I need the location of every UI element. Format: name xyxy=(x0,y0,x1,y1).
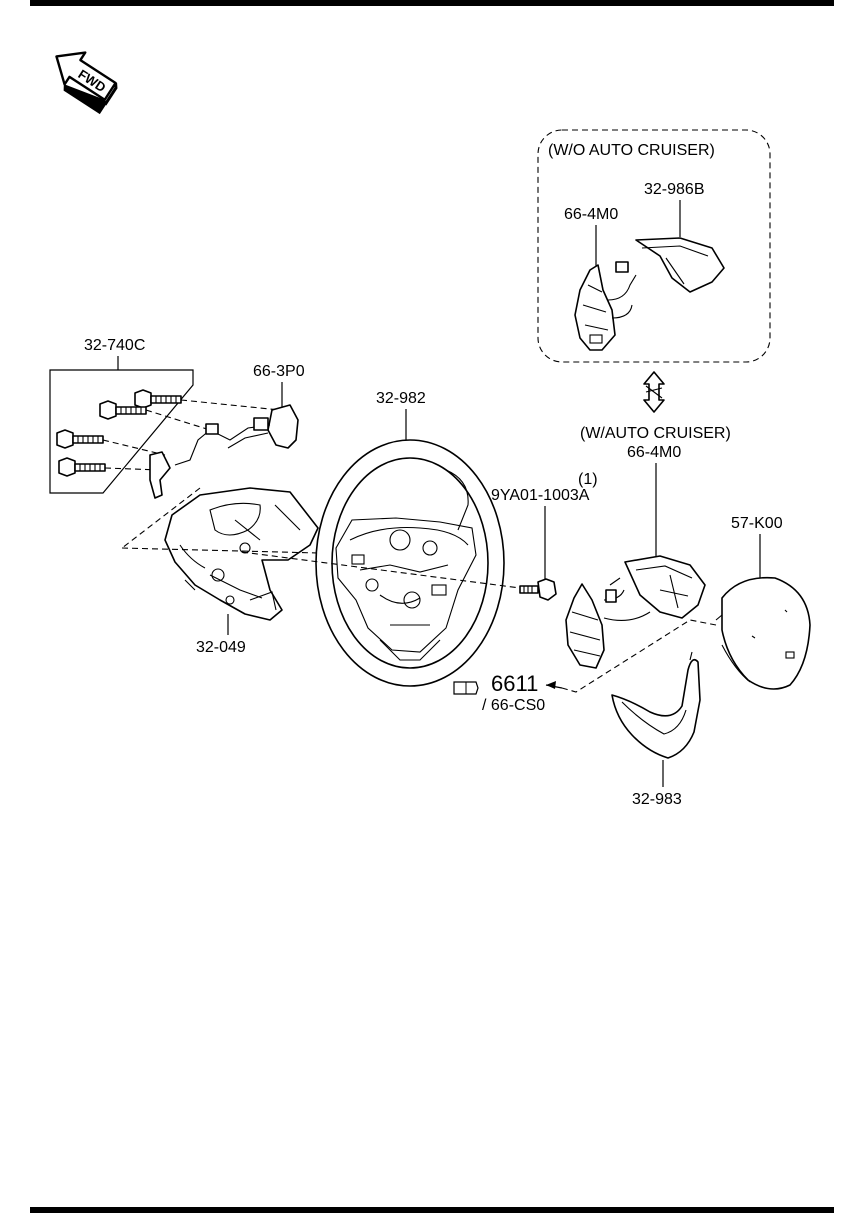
fwd-arrow-icon: FWD xyxy=(55,51,118,115)
group-with-cruise-label: (W/AUTO CRUISER) xyxy=(580,425,731,442)
callout-switch-wo[interactable]: 66-4M0 xyxy=(564,206,618,223)
callout-lower-cover[interactable]: 32-983 xyxy=(632,791,682,808)
mounting-bolt[interactable] xyxy=(58,457,106,477)
airbag-group: 57-K00 xyxy=(715,515,811,690)
steering-back-cover[interactable] xyxy=(164,487,319,621)
callout-bolt[interactable]: 9YA01-1003A xyxy=(491,487,590,504)
mounting-bolt[interactable] xyxy=(56,429,104,449)
steering-wheel[interactable] xyxy=(315,439,505,687)
harness-group: 66-3P0 xyxy=(149,363,305,499)
steering-switch-with-cruise[interactable] xyxy=(565,555,706,669)
steering-lower-cover[interactable] xyxy=(611,651,701,759)
mounting-bolt[interactable] xyxy=(99,400,147,420)
bottom-border xyxy=(30,1207,834,1213)
group-without-cruise-frame xyxy=(537,129,771,363)
group-without-cruise: (W/O AUTO CRUISER) 66-4M0 32-986B xyxy=(537,129,771,363)
callout-bolt-qty: (1) xyxy=(578,471,598,488)
ref-arrowhead xyxy=(546,681,556,689)
group-with-cruise: (W/AUTO CRUISER) 66-4M0 xyxy=(565,425,731,669)
reference-group: 6611 / 66-CS0 xyxy=(453,671,563,714)
mounting-bolt[interactable] xyxy=(134,389,182,409)
callout-ref-num[interactable]: 6611 xyxy=(491,671,538,696)
airbag-module[interactable] xyxy=(715,576,811,690)
callout-switch-w[interactable]: 66-4M0 xyxy=(627,444,681,461)
interchange-arrow-icon xyxy=(643,371,665,413)
callout-harness[interactable]: 66-3P0 xyxy=(253,363,305,380)
connector-ref-icon xyxy=(453,681,479,695)
callout-wheel[interactable]: 32-982 xyxy=(376,390,426,407)
callout-back-cover[interactable]: 32-049 xyxy=(196,639,246,656)
steering-switch-wo[interactable] xyxy=(574,261,637,351)
callout-ref-sub[interactable]: / 66-CS0 xyxy=(482,697,545,714)
callout-airbag[interactable]: 57-K00 xyxy=(731,515,783,532)
back-cover-group: 32-049 xyxy=(164,487,319,656)
group-without-cruise-label: (W/O AUTO CRUISER) xyxy=(548,142,715,159)
lower-cover-group: 32-983 xyxy=(611,651,701,808)
top-border xyxy=(30,0,834,6)
switch-blank-cover-wo[interactable] xyxy=(635,237,725,293)
callout-cover-wo[interactable]: 32-986B xyxy=(644,181,705,198)
bolt-set-group: 32-740C xyxy=(49,337,194,494)
bolt-set-box xyxy=(49,369,194,494)
wire-harness[interactable] xyxy=(149,404,299,499)
bolt-group: (1) 9YA01-1003A xyxy=(491,471,598,601)
steering-wheel-group: 32-982 xyxy=(315,390,505,687)
callout-bolt-set[interactable]: 32-740C xyxy=(84,337,145,354)
center-bolt[interactable] xyxy=(519,578,557,601)
